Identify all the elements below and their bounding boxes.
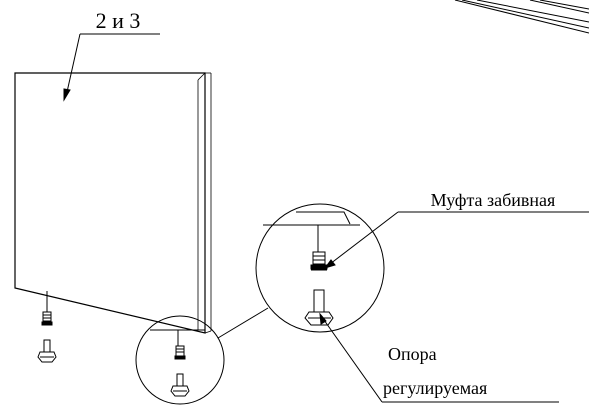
support-leader [319, 312, 559, 403]
part-number-label: 2 и 3 [96, 8, 141, 33]
coupling-leader [323, 211, 589, 269]
part-number-leader [63, 33, 160, 102]
support-label-line1: Опора [388, 344, 437, 364]
detail-circle-small [135, 315, 225, 405]
detail-circle-large [255, 203, 385, 333]
panel [14, 72, 212, 334]
adjacent-part-rails [454, 0, 589, 34]
detail-connector-line [217, 307, 269, 339]
support-label-line2: регулируемая [383, 378, 487, 398]
left-foot [37, 291, 57, 363]
coupling-label: Муфта забивная [431, 190, 556, 210]
